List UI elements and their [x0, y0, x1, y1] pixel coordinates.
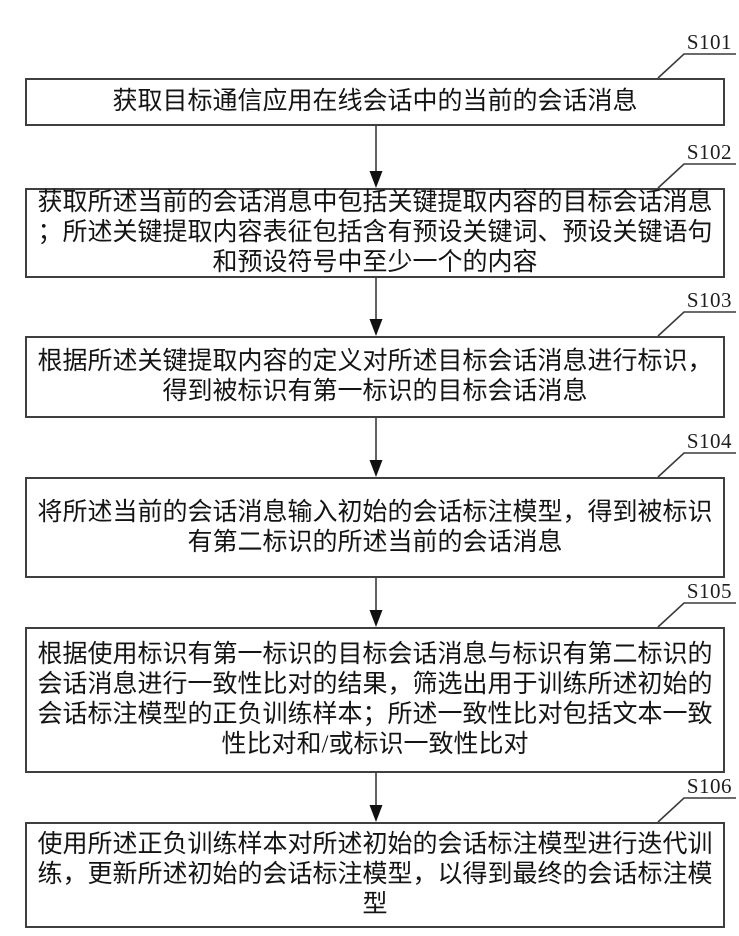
flow-arrow-5	[369, 773, 383, 822]
leader-line-s105	[657, 602, 736, 628]
step-text-line: 性比对和/或标识一致性比对	[221, 731, 529, 758]
step-label-s104: S104	[686, 429, 732, 453]
flow-step-box-s106: 使用所述正负训练样本对所述初始的会话标注模型进行迭代训 练，更新所述初始的会话标…	[25, 822, 725, 928]
step-text-line: 会话标注模型的正负训练样本；所述一致性比对包括文本一致	[37, 701, 713, 728]
step-text-line: 有第二标识的所述当前的会话消息	[187, 528, 563, 556]
leader-line-s101	[657, 53, 736, 79]
flow-step-box-s101: 获取目标通信应用在线会话中的当前的会话消息	[25, 78, 725, 126]
flow-arrow-4	[369, 578, 383, 627]
arrowhead-icon	[369, 610, 383, 627]
arrowhead-icon	[369, 805, 383, 822]
step-text-line: 使用所述正负训练样本对所述初始的会话标注模型进行迭代训	[37, 831, 713, 858]
step-label-s106: S106	[686, 774, 732, 798]
flow-arrow-3	[369, 418, 383, 477]
step-text-line: 根据使用标识有第一标识的目标会话消息与标识有第二标识的	[37, 641, 713, 668]
arrowhead-icon	[369, 460, 383, 477]
flow-step-box-s102: 获取所述当前的会话消息中包括关键提取内容的目标会话消息 ；所述关键提取内容表征包…	[25, 188, 725, 278]
flow-step-box-s104: 将所述当前的会话消息输入初始的会话标注模型，得到被标识 有第二标识的所述当前的会…	[25, 477, 725, 578]
step-text-line: 根据所述关键提取内容的定义对所述目标会话消息进行标识，	[37, 348, 713, 375]
step-label-s101: S101	[686, 30, 732, 54]
step-text-line: 获取所述当前的会话消息中包括关键提取内容的目标会话消息	[37, 189, 713, 216]
flow-arrow-1	[369, 126, 383, 188]
step-text-line: 练，更新所述初始的会话标注模型，以得到最终的会话标注模	[37, 861, 713, 888]
step-label-s105: S105	[686, 579, 732, 603]
step-label-s102: S102	[686, 140, 732, 164]
leader-line-s102	[657, 163, 736, 189]
arrowhead-icon	[369, 319, 383, 336]
leader-line-s106	[657, 797, 736, 823]
flow-arrow-2	[369, 278, 383, 336]
flow-step-box-s103: 根据所述关键提取内容的定义对所述目标会话消息进行标识， 得到被标识有第一标识的目…	[25, 336, 725, 418]
step-text-line: 获取目标通信应用在线会话中的当前的会话消息	[112, 88, 638, 115]
leader-line-s103	[657, 311, 736, 337]
leader-line-s104	[657, 452, 736, 478]
step-text-line: 和预设符号中至少一个的内容	[212, 249, 538, 276]
flow-step-box-s105: 根据使用标识有第一标识的目标会话消息与标识有第二标识的 会话消息进行一致性比对的…	[25, 627, 725, 773]
step-text-line: 将所述当前的会话消息输入初始的会话标注模型，得到被标识	[37, 498, 713, 526]
step-label-s103: S103	[686, 288, 732, 312]
step-text-line: 会话消息进行一致性比对的结果，筛选出用于训练所述初始的	[37, 671, 713, 698]
step-text-line: 型	[362, 891, 388, 918]
step-text-line: ；所述关键提取内容表征包括含有预设关键词、预设关键语句	[37, 219, 713, 246]
step-text-line: 得到被标识有第一标识的目标会话消息	[162, 378, 588, 405]
arrowhead-icon	[369, 171, 383, 188]
